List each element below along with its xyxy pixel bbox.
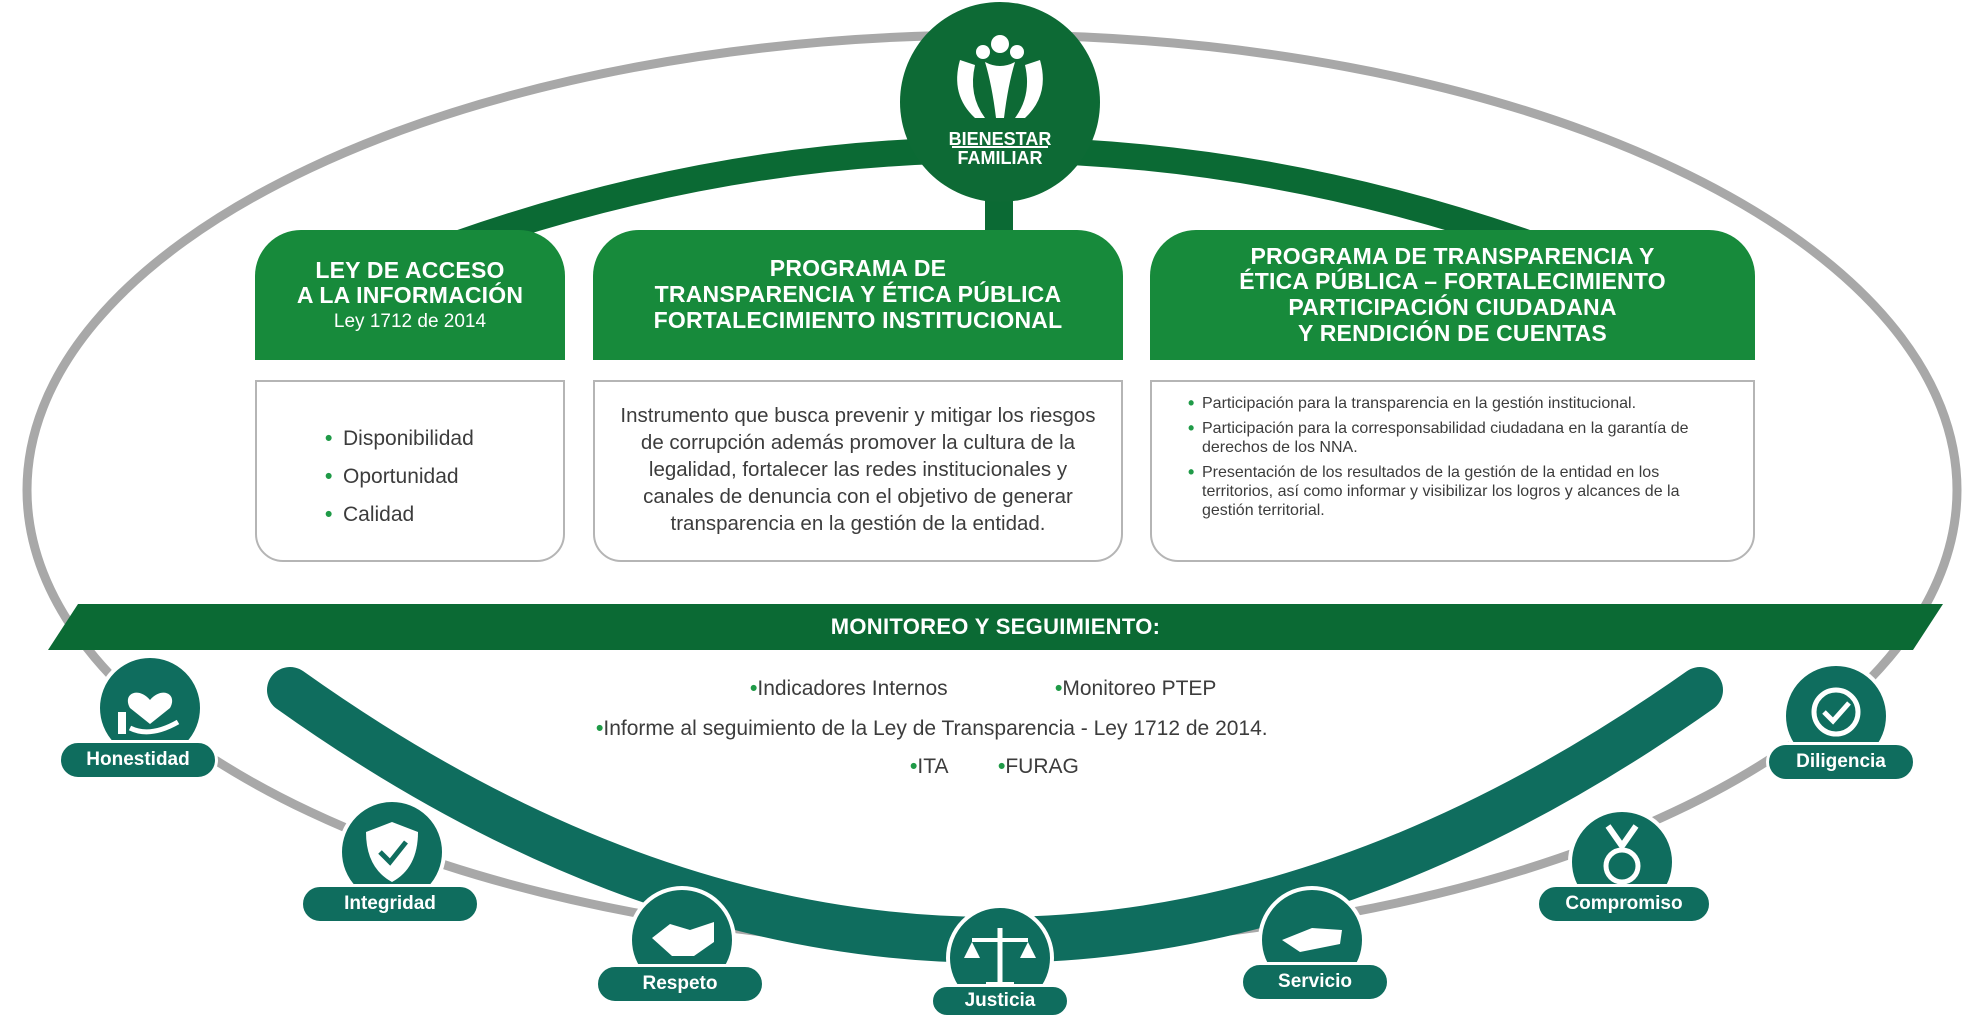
logo-text: BIENESTAR FAMILIAR <box>940 130 1060 168</box>
monitoring-item2-text: Monitoreo PTEP <box>1062 677 1217 700</box>
monitoring-item-indicadores: •Indicadores Internos <box>750 677 948 700</box>
monitoring-item-informe: •Informe al seguimiento de la Ley de Tra… <box>596 717 1268 740</box>
card2-title-line1: PROGRAMA DE <box>769 255 947 282</box>
card3-title-line2: ÉTICA PÚBLICA – FORTALECIMIENTO <box>1239 268 1666 295</box>
card3-item: Presentación de los resultados de la ges… <box>1188 463 1729 520</box>
monitoring-item1-text: Indicadores Internos <box>757 677 948 700</box>
card-ley-acceso-header: LEY DE ACCESO A LA INFORMACIÓN Ley 1712 … <box>255 230 565 360</box>
card3-title-line4: Y RENDICIÓN DE CUENTAS <box>1298 319 1607 346</box>
monitoring-item-ptep: •Monitoreo PTEP <box>1055 677 1217 700</box>
card3-item: Participación para la corresponsabilidad… <box>1188 419 1729 457</box>
card1-item: Disponibilidad <box>325 420 563 458</box>
card3-item: Participación para la transparencia en l… <box>1188 394 1729 413</box>
value-servicio: Servicio <box>1240 962 1390 1002</box>
card-ley-acceso-body: Disponibilidad Oportunidad Calidad <box>255 380 565 562</box>
card3-title-line3: PARTICIPACIÓN CIUDADANA <box>1288 294 1617 320</box>
value-honestidad: Honestidad <box>58 740 218 780</box>
card-programa-body: Instrumento que busca prevenir y mitigar… <box>593 380 1123 562</box>
card2-title-line3: FORTALECIMIENTO INSTITUCIONAL <box>653 306 1063 333</box>
value-respeto: Respeto <box>595 964 765 1004</box>
arc-text-path: COLABORADORES ÍNTEGROS - VALORES <box>727 801 1258 852</box>
card1-item: Oportunidad <box>325 458 563 496</box>
monitoring-item5-text: FURAG <box>1005 755 1079 778</box>
card2-body-text: Instrumento que busca prevenir y mitigar… <box>620 404 1096 535</box>
hands-icon <box>957 35 1043 118</box>
card-participacion-header: PROGRAMA DE TRANSPARENCIA Y ÉTICA PÚBLIC… <box>1150 230 1755 360</box>
monitoring-band: MONITOREO Y SEGUIMIENTO: <box>48 604 1943 650</box>
monitoring-title: MONITOREO Y SEGUIMIENTO: <box>830 614 1161 639</box>
monitoring-item4-text: ITA <box>917 755 949 778</box>
card1-item: Calidad <box>325 496 563 534</box>
logo-line1: BIENESTAR <box>948 129 1052 149</box>
card1-title-line1: LEY DE ACCESO <box>315 256 505 283</box>
card-participacion-body: Participación para la transparencia en l… <box>1150 380 1755 562</box>
value-diligencia: Diligencia <box>1766 742 1916 782</box>
card-programa-header: PROGRAMA DE TRANSPARENCIA Y ÉTICA PÚBLIC… <box>593 230 1123 360</box>
monitoring-item-furag: •FURAG <box>998 755 1079 778</box>
card1-subtitle: Ley 1712 de 2014 <box>333 311 487 333</box>
logo-line2: FAMILIAR <box>957 147 1043 168</box>
monitoring-item3-text: Informe al seguimiento de la Ley de Tran… <box>603 717 1268 740</box>
value-integridad: Integridad <box>300 884 480 924</box>
card3-list: Participación para la transparencia en l… <box>1188 394 1729 520</box>
card1-list: Disponibilidad Oportunidad Calidad <box>325 420 563 534</box>
card1-title-line2: A LA INFORMACIÓN <box>296 282 524 309</box>
card3-title-line1: PROGRAMA DE TRANSPARENCIA Y <box>1250 242 1655 269</box>
card2-title-line2: TRANSPARENCIA Y ÉTICA PÚBLICA <box>654 281 1062 308</box>
value-compromiso: Compromiso <box>1536 884 1712 924</box>
value-justicia: Justicia <box>930 984 1070 1018</box>
monitoring-item-ita: •ITA <box>910 755 949 778</box>
